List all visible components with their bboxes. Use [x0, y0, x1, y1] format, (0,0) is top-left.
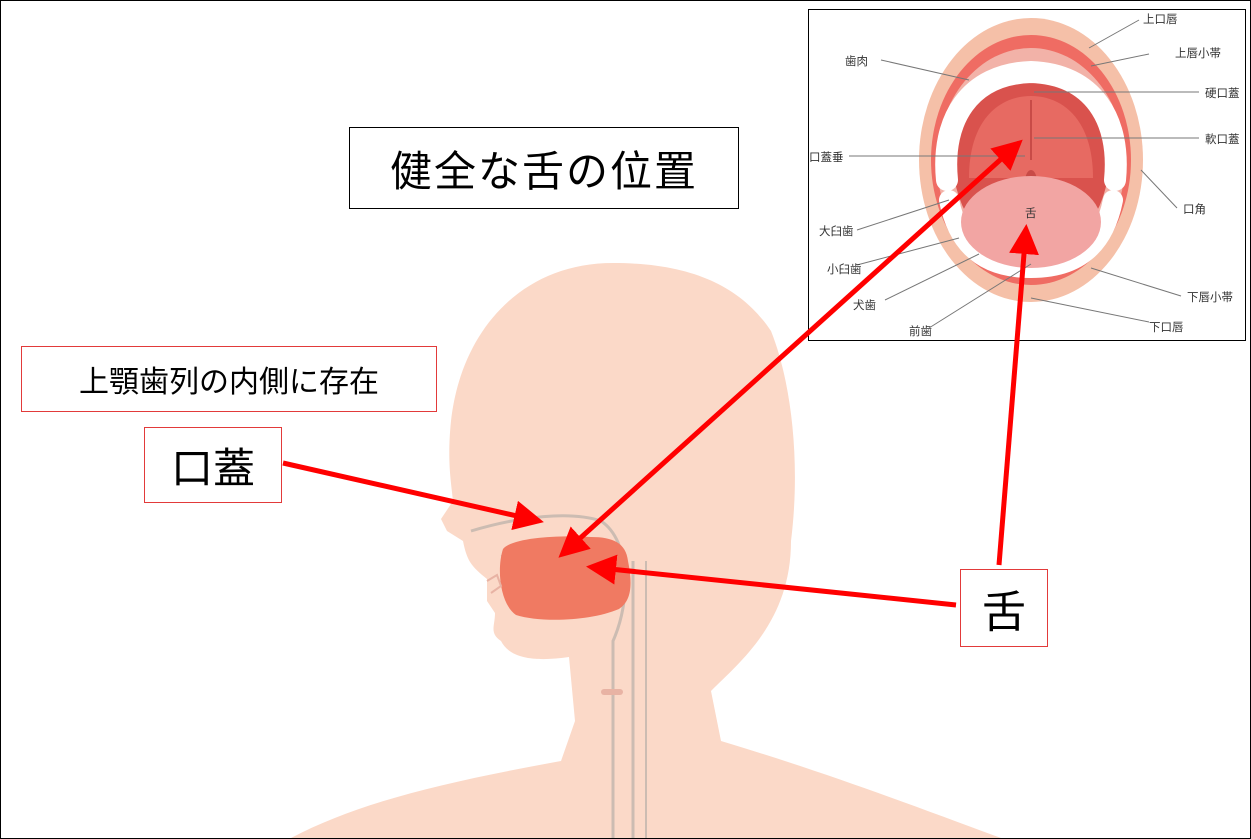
glottis-mark	[601, 689, 623, 695]
tongue-region	[499, 536, 631, 620]
tongue-label-box: 舌	[960, 569, 1048, 647]
mouth-illustration-panel: 上口唇 上唇小帯 歯肉 硬口蓋 軟口蓋 口蓋垂 口角 舌 大臼歯 小臼歯 犬歯 …	[808, 9, 1246, 341]
title-box: 健全な舌の位置	[349, 127, 739, 209]
label-uvula: 口蓋垂	[809, 150, 844, 164]
label-upper-lip: 上口唇	[1143, 12, 1178, 26]
label-mouth-corner: 口角	[1183, 202, 1206, 216]
label-lower-frenum: 下唇小帯	[1187, 290, 1233, 304]
label-tongue: 舌	[1025, 206, 1037, 220]
tongue	[961, 176, 1101, 268]
label-soft-palate: 軟口蓋	[1205, 132, 1240, 146]
label-premolars: 小臼歯	[827, 262, 862, 276]
label-lower-lip: 下口唇	[1149, 320, 1184, 334]
lip-outline	[486, 573, 503, 594]
label-canine: 犬歯	[853, 298, 876, 312]
palate-label-box: 口蓋	[144, 427, 282, 503]
label-gum: 歯肉	[845, 54, 868, 68]
label-incisors: 前歯	[909, 324, 932, 338]
label-molars: 大臼歯	[819, 224, 854, 238]
upper-teeth	[935, 60, 1127, 191]
label-hard-palate: 硬口蓋	[1205, 86, 1240, 100]
note-box: 上顎歯列の内側に存在	[21, 346, 437, 412]
label-upper-frenum: 上唇小帯	[1175, 46, 1221, 60]
